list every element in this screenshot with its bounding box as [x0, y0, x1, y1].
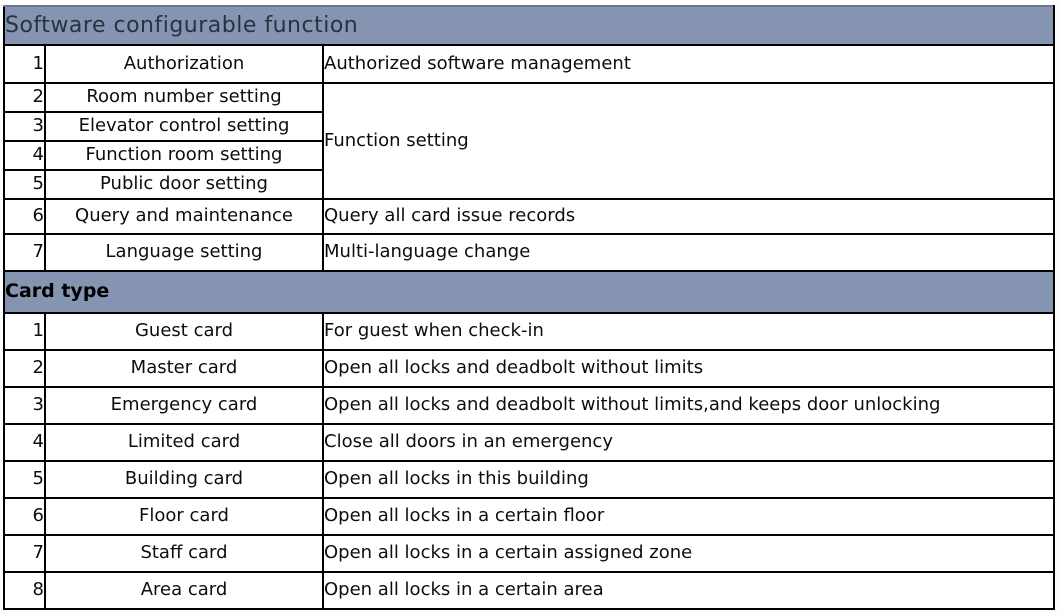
- card-type-section-header: Card type: [3, 270, 1055, 314]
- table-row: 2 Master card Open all locks and deadbol…: [3, 349, 1055, 388]
- card-name-cell: Limited card: [44, 423, 324, 462]
- table-row: 1 Guest card For guest when check-in: [3, 312, 1055, 351]
- row-number-cell: 4: [3, 140, 46, 171]
- row-number-cell: 4: [3, 423, 46, 462]
- row-number-cell: 7: [3, 233, 46, 272]
- function-name-cell: Public door setting: [44, 169, 324, 200]
- function-name-cell: Room number setting: [44, 82, 324, 113]
- configurable-function-table: Software configurable function 1 Authori…: [3, 5, 1055, 610]
- row-number-cell: 6: [3, 497, 46, 536]
- function-name-cell: Query and maintenance: [44, 198, 324, 235]
- table-row: 5 Public door setting: [3, 169, 1054, 200]
- row-number-cell: 1: [3, 44, 46, 84]
- row-number-cell: 3: [3, 111, 46, 142]
- table-row: 2 Room number setting Function setting: [3, 82, 1055, 200]
- card-name-cell: Floor card: [44, 497, 324, 536]
- card-desc-cell: Open all locks and deadbolt without limi…: [322, 349, 1055, 388]
- row-number-cell: 2: [3, 349, 46, 388]
- row-number-cell: 3: [3, 386, 46, 425]
- function-name-cell: Elevator control setting: [44, 111, 324, 142]
- table-row: 3 Emergency card Open all locks and dead…: [3, 386, 1055, 425]
- row-number-cell: 2: [3, 82, 46, 113]
- card-desc-cell: Open all locks in a certain floor: [322, 497, 1055, 536]
- card-desc-cell: Open all locks in this building: [322, 460, 1055, 499]
- row-number-cell: 5: [3, 460, 46, 499]
- row-number-cell: 6: [3, 198, 46, 235]
- table-row: 7 Staff card Open all locks in a certain…: [3, 534, 1055, 573]
- card-name-cell: Staff card: [44, 534, 324, 573]
- function-desc-cell: Authorized software management: [322, 44, 1055, 84]
- table-row: 1 Authorization Authorized software mana…: [3, 44, 1055, 84]
- card-desc-cell: Open all locks in a certain area: [322, 571, 1055, 610]
- function-desc-cell-merged: Function setting: [322, 82, 1055, 200]
- row-number-cell: 5: [3, 169, 46, 200]
- table-row: Card type: [3, 270, 1055, 314]
- table-row: 4 Limited card Close all doors in an eme…: [3, 423, 1055, 462]
- function-name-cell: Function room setting: [44, 140, 324, 171]
- card-name-cell: Guest card: [44, 312, 324, 351]
- table-row: Software configurable function: [3, 5, 1055, 46]
- card-name-cell: Area card: [44, 571, 324, 610]
- table-row: 6 Query and maintenance Query all card i…: [3, 198, 1055, 235]
- table-row: 3 Elevator control setting: [3, 111, 1054, 142]
- function-name-cell: Authorization: [44, 44, 324, 84]
- table-row: 8 Area card Open all locks in a certain …: [3, 571, 1055, 610]
- card-name-cell: Building card: [44, 460, 324, 499]
- card-desc-cell: Open all locks in a certain assigned zon…: [322, 534, 1055, 573]
- row-number-cell: 7: [3, 534, 46, 573]
- table-row: 7 Language setting Multi-language change: [3, 233, 1055, 272]
- row-number-cell: 1: [3, 312, 46, 351]
- function-desc-cell: Multi-language change: [322, 233, 1055, 272]
- function-name-cell: Language setting: [44, 233, 324, 272]
- table-row: 5 Building card Open all locks in this b…: [3, 460, 1055, 499]
- table-row: 4 Function room setting: [3, 140, 1054, 171]
- card-desc-cell: For guest when check-in: [322, 312, 1055, 351]
- card-name-cell: Master card: [44, 349, 324, 388]
- card-desc-cell: Close all doors in an emergency: [322, 423, 1055, 462]
- card-name-cell: Emergency card: [44, 386, 324, 425]
- row-number-cell: 8: [3, 571, 46, 610]
- table-row: 6 Floor card Open all locks in a certain…: [3, 497, 1055, 536]
- card-desc-cell: Open all locks and deadbolt without limi…: [322, 386, 1055, 425]
- function-desc-cell: Query all card issue records: [322, 198, 1055, 235]
- software-section-header: Software configurable function: [3, 5, 1055, 46]
